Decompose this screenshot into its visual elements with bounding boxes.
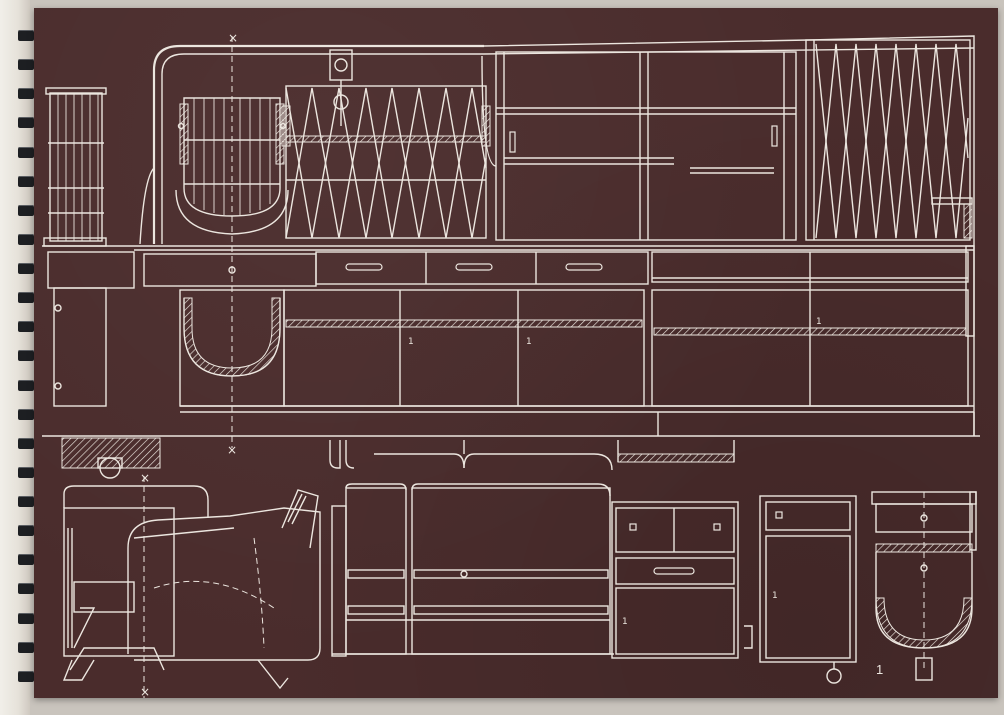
binding-ring — [18, 642, 34, 653]
binding-ring — [18, 583, 34, 594]
svg-text:×: × — [227, 443, 237, 457]
svg-text:×: × — [140, 685, 150, 698]
binding-ring — [18, 350, 34, 361]
svg-text:1: 1 — [816, 317, 822, 327]
binding-ring — [18, 613, 34, 624]
svg-text:1: 1 — [622, 617, 628, 627]
binding-ring — [18, 409, 34, 420]
binding-ring — [18, 147, 34, 158]
binding-ring — [18, 205, 34, 216]
binding-ring — [18, 671, 34, 682]
binding-ring — [18, 321, 34, 332]
binding-ring — [18, 30, 34, 41]
side-cabinet: 1 — [611, 501, 739, 659]
counter-drawer-row — [143, 251, 969, 406]
binding-ring — [18, 59, 34, 70]
drawing-board: × × — [34, 8, 998, 698]
sliding-door-cabinet — [481, 51, 797, 241]
caster-cabinet: 1 — [744, 495, 857, 684]
binding-ring — [18, 467, 34, 478]
figure-number: 1 — [876, 662, 884, 677]
binding-ring — [18, 263, 34, 274]
binding-ring — [18, 496, 34, 507]
svg-text:×: × — [140, 471, 150, 485]
binding-ring — [18, 176, 34, 187]
binding-ring — [18, 438, 34, 449]
sofa-elevation — [331, 483, 614, 657]
left-low-cabinet — [42, 245, 135, 407]
round-trolley — [871, 491, 977, 681]
spiral-binding — [12, 30, 38, 700]
corner-bar-cabinet — [175, 97, 289, 235]
svg-text:×: × — [228, 31, 238, 45]
binding-ring — [18, 117, 34, 128]
wall-unit-elevation: × × — [42, 31, 980, 457]
section-detail-strip — [61, 437, 735, 479]
binding-ring — [18, 292, 34, 303]
svg-text:1: 1 — [408, 337, 414, 347]
wall-fixture — [329, 49, 353, 126]
binding-ring — [18, 380, 34, 391]
svg-text:1: 1 — [772, 591, 778, 601]
armchair-views: × × — [62, 471, 321, 698]
left-shelf-tower — [43, 87, 107, 247]
binding-ring — [18, 88, 34, 99]
binding-ring — [18, 554, 34, 565]
lower-base-cabinets: 1 1 1 — [42, 245, 980, 437]
svg-text:1: 1 — [526, 337, 532, 347]
blueprint-drawing: × × — [42, 31, 980, 698]
lattice-glass-cabinet-right — [805, 39, 973, 241]
lattice-glass-cabinet-left — [281, 85, 491, 239]
binding-ring — [18, 234, 34, 245]
binding-ring — [18, 525, 34, 536]
